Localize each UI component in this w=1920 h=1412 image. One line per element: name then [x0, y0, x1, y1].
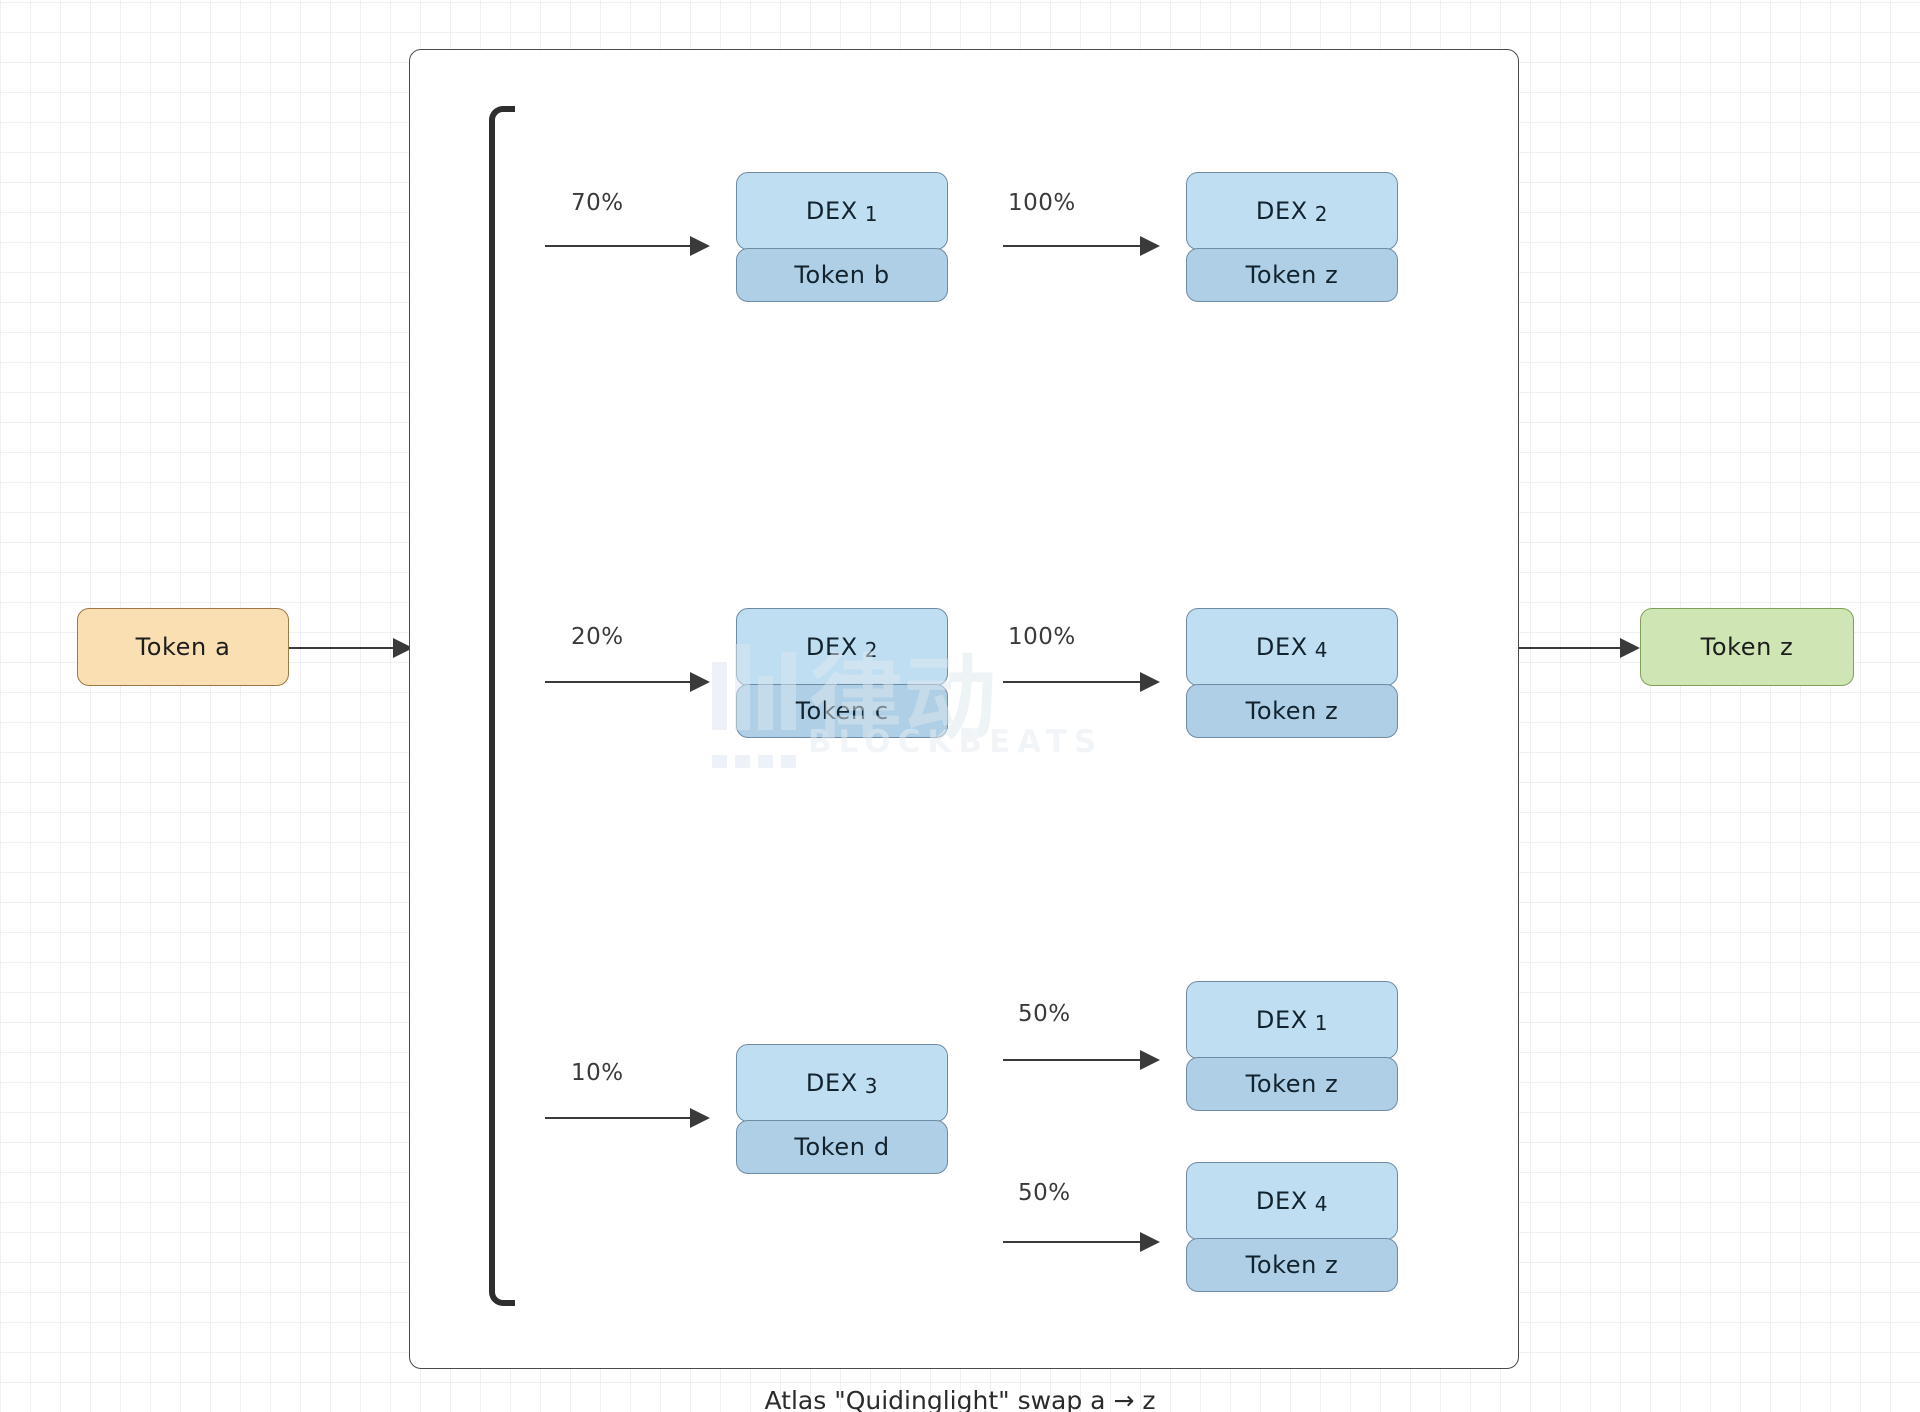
route-1-hop-1-card: DEX 1 Token b — [736, 172, 948, 302]
source-token-label: Token a — [135, 633, 231, 661]
route-3-leg-2-dex: DEX 4 — [1186, 1162, 1398, 1240]
route-3-leg-2-card: DEX 4 Token z — [1186, 1162, 1398, 1292]
arrow-head — [1140, 1232, 1160, 1252]
arrow-shaft — [545, 245, 691, 247]
arrow-split-to-route-2-hop-1 — [545, 672, 710, 692]
route-2-hop-1-card: DEX 2 Token c — [736, 608, 948, 738]
arrow-head — [1140, 236, 1160, 256]
arrow-source-to-router — [289, 638, 413, 658]
route-2-hop-1-token: Token c — [736, 684, 948, 738]
arrow-head — [1140, 672, 1160, 692]
route-3-leg-1-dex: DEX 1 — [1186, 981, 1398, 1059]
route-3-leg-2-token: Token z — [1186, 1238, 1398, 1292]
dex-number: 1 — [864, 202, 879, 226]
route-3-leg-1-card: DEX 1 Token z — [1186, 981, 1398, 1111]
split-bracket — [489, 106, 523, 1306]
dex-number: 4 — [1314, 1192, 1329, 1216]
destination-token-label: Token z — [1700, 633, 1794, 661]
arrow-split-to-route-1-hop-1 — [545, 236, 710, 256]
destination-token-node: Token z — [1640, 608, 1854, 686]
dex-label: DEX — [1255, 197, 1308, 225]
route-1-leg-1-token: Token z — [1186, 248, 1398, 302]
route-3-leg-2-percent: 50% — [1018, 1180, 1071, 1206]
source-token-node: Token a — [77, 608, 289, 686]
dex-number: 1 — [1314, 1011, 1329, 1035]
arrow-route-2-hop-1-to-leg-1 — [1003, 672, 1160, 692]
dex-number: 2 — [864, 638, 879, 662]
route-3-hop-1-token: Token d — [736, 1120, 948, 1174]
dex-number: 4 — [1314, 638, 1329, 662]
dex-label: DEX — [1255, 1187, 1308, 1215]
route-2-leg-1-card: DEX 4 Token z — [1186, 608, 1398, 738]
arrow-split-to-route-3-hop-1 — [545, 1108, 710, 1128]
arrow-route-3-hop-1-to-leg-1 — [1003, 1050, 1160, 1070]
dex-label: DEX — [805, 1069, 858, 1097]
dex-number: 3 — [864, 1074, 879, 1098]
route-2-split-percent: 20% — [571, 624, 624, 650]
diagram-caption: Atlas "Quidinglight" swap a → z — [764, 1386, 1156, 1412]
route-3-leg-1-percent: 50% — [1018, 1001, 1071, 1027]
dex-label: DEX — [1255, 633, 1308, 661]
arrow-head — [690, 1108, 710, 1128]
arrow-head — [690, 672, 710, 692]
route-3-split-percent: 10% — [571, 1060, 624, 1086]
arrow-shaft — [1003, 681, 1141, 683]
arrow-shaft — [1519, 647, 1621, 649]
route-1-hop-1-dex: DEX 1 — [736, 172, 948, 250]
arrow-router-to-destination — [1519, 638, 1640, 658]
arrow-head — [1140, 1050, 1160, 1070]
arrow-shaft — [545, 681, 691, 683]
arrow-head — [690, 236, 710, 256]
arrow-shaft — [545, 1117, 691, 1119]
route-2-leg-1-percent: 100% — [1008, 624, 1076, 650]
dex-number: 2 — [1314, 202, 1329, 226]
route-1-leg-1-dex: DEX 2 — [1186, 172, 1398, 250]
route-3-hop-1-dex: DEX 3 — [736, 1044, 948, 1122]
arrow-shaft — [1003, 1241, 1141, 1243]
route-1-hop-1-token: Token b — [736, 248, 948, 302]
dex-label: DEX — [805, 633, 858, 661]
arrow-shaft — [289, 647, 394, 649]
route-2-leg-1-token: Token z — [1186, 684, 1398, 738]
arrow-route-3-hop-1-to-leg-2 — [1003, 1232, 1160, 1252]
route-3-hop-1-card: DEX 3 Token d — [736, 1044, 948, 1174]
arrow-shaft — [1003, 1059, 1141, 1061]
dex-label: DEX — [805, 197, 858, 225]
bracket-stem — [489, 106, 515, 1306]
route-3-leg-1-token: Token z — [1186, 1057, 1398, 1111]
dex-label: DEX — [1255, 1006, 1308, 1034]
arrow-shaft — [1003, 245, 1141, 247]
route-1-leg-1-card: DEX 2 Token z — [1186, 172, 1398, 302]
arrow-head — [393, 638, 413, 658]
arrow-route-1-hop-1-to-leg-1 — [1003, 236, 1160, 256]
route-2-hop-1-dex: DEX 2 — [736, 608, 948, 686]
route-1-leg-1-percent: 100% — [1008, 190, 1076, 216]
arrow-head — [1620, 638, 1640, 658]
route-2-leg-1-dex: DEX 4 — [1186, 608, 1398, 686]
route-1-split-percent: 70% — [571, 190, 624, 216]
